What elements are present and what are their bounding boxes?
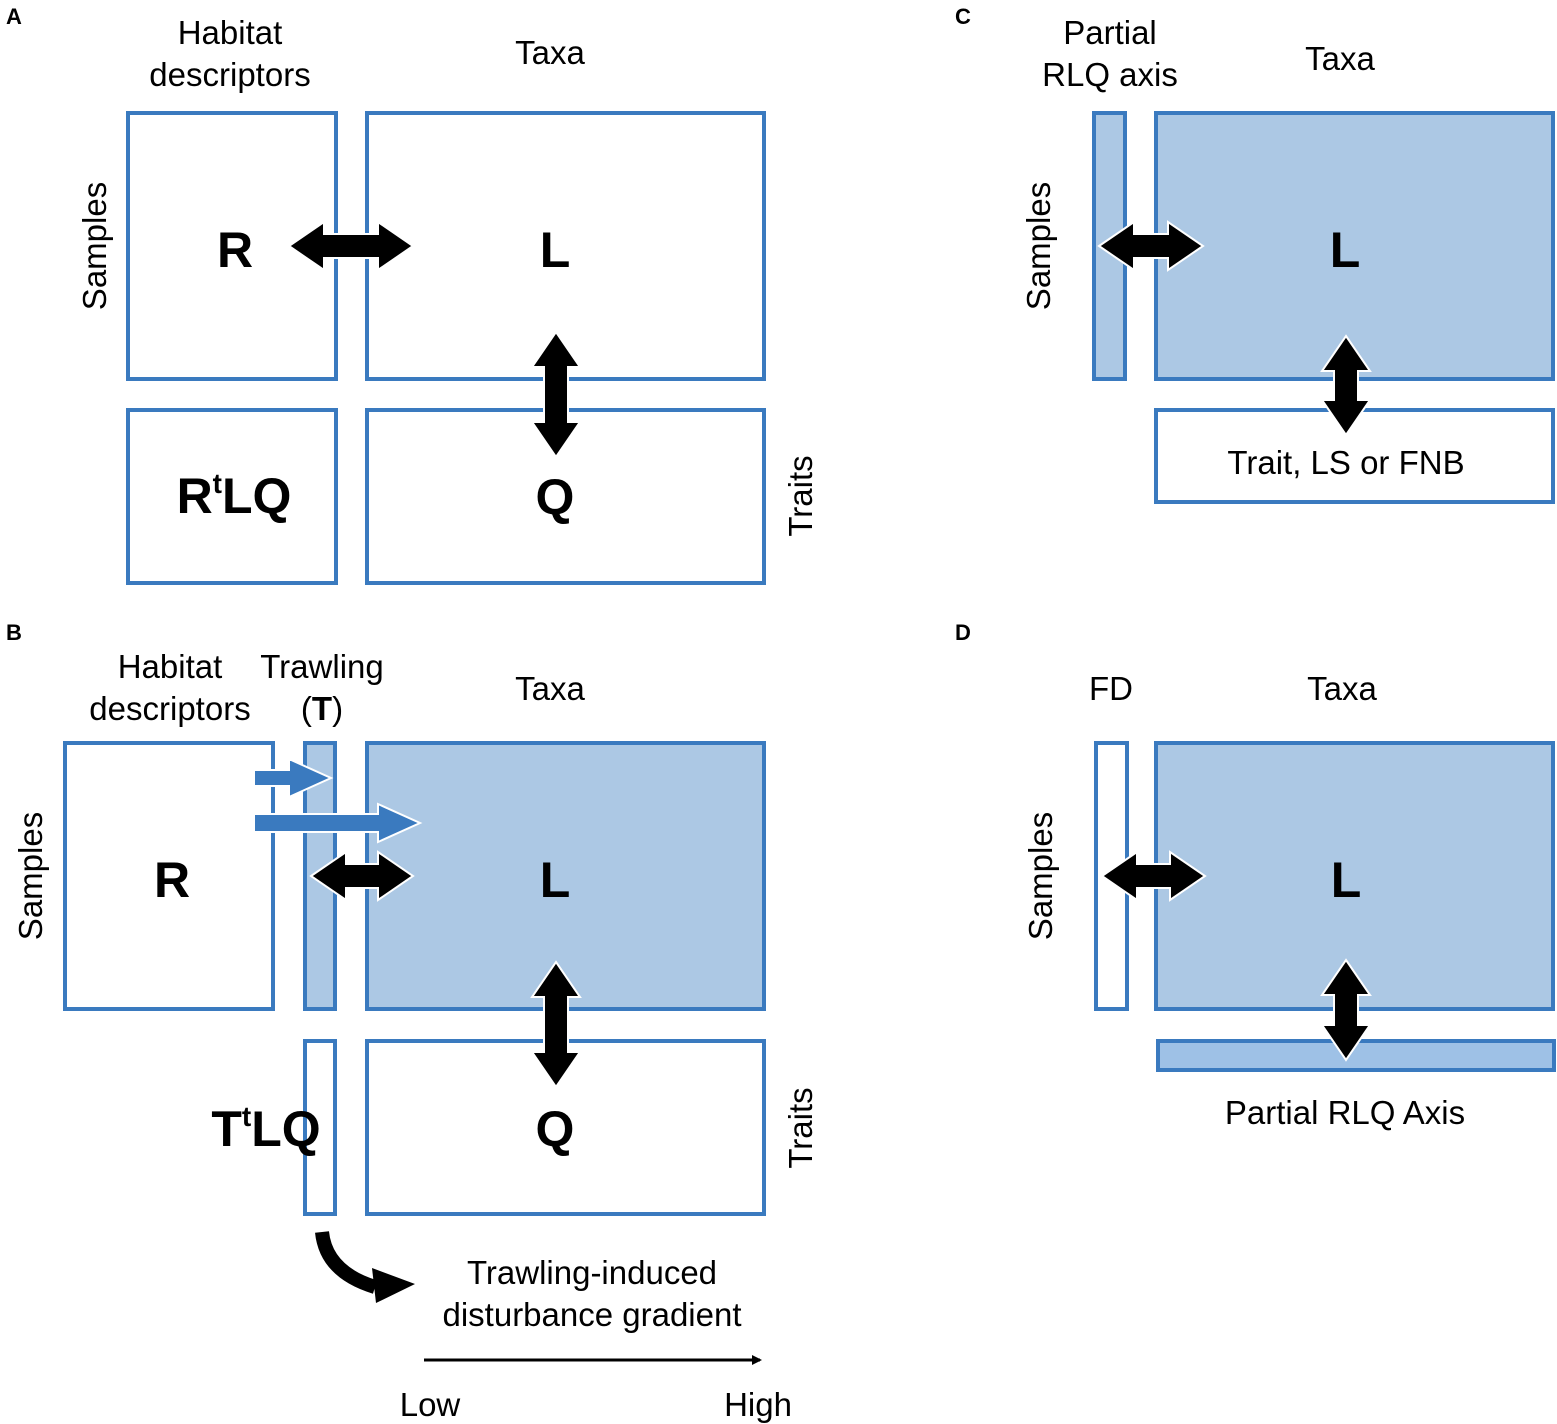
panel-a-samples-label: Samples	[76, 182, 113, 310]
panel-b-ttlq-label: TtLQ	[211, 1101, 320, 1157]
panel-a-r-l-double-arrow	[287, 220, 415, 272]
panel-d-matrix-l-label: L	[1331, 852, 1362, 908]
panel-d-fd-l-double-arrow	[1100, 850, 1207, 902]
panel-a-matrix-q-box	[365, 408, 766, 585]
panel-d-letter: D	[955, 620, 971, 645]
panel-b-trawling-header-line2: (T)	[301, 690, 343, 727]
panel-b-r-to-t-arrow	[253, 757, 334, 799]
panel-d-matrix-l-box	[1154, 741, 1555, 1011]
panel-a-taxa-header: Taxa	[515, 34, 585, 71]
panel-b-gradient-high: High	[724, 1386, 792, 1423]
panel-d-fd-header: FD	[1089, 670, 1133, 707]
panel-b-habitat-header-line1: Habitat	[118, 648, 223, 685]
panel-b-curved-arrow-shaft	[315, 1230, 378, 1294]
panel-a-l-q-double-arrow	[530, 330, 582, 459]
panel-c-axis-l-double-arrow	[1097, 220, 1205, 272]
panel-d-partial-axis-label: Partial RLQ Axis	[1225, 1094, 1465, 1131]
panel-b-curved-arrow-head	[372, 1268, 415, 1303]
panel-b: B Habitat descriptors Trawling (T) Taxa …	[6, 620, 819, 1423]
panel-b-trawling-header-line1: Trawling	[260, 648, 383, 685]
panel-c-trait-box-label: Trait, LS or FNB	[1227, 444, 1464, 481]
panel-b-traits-label: Traits	[782, 1087, 819, 1168]
panel-a: A Habitat descriptors Taxa Samples Trait…	[6, 4, 819, 585]
panel-b-matrix-l-label: L	[540, 852, 571, 908]
panel-b-letter: B	[6, 620, 22, 645]
panel-b-gradient-low: Low	[400, 1386, 461, 1423]
panel-c-matrix-l-box	[1154, 111, 1555, 381]
panel-b-habitat-header-line2: descriptors	[89, 690, 250, 727]
panel-c-axis-header-line1: Partial	[1063, 14, 1157, 51]
panel-a-habitat-header-line1: Habitat	[178, 14, 283, 51]
panel-b-l-q-double-arrow	[530, 960, 582, 1089]
panel-b-product-box	[303, 1039, 337, 1216]
panel-c: C Partial RLQ axis Taxa Samples L Trait,…	[955, 4, 1555, 504]
panel-a-rtlq-label: RtLQ	[177, 468, 292, 524]
panel-b-matrix-r-box	[63, 741, 275, 1011]
panel-a-letter: A	[6, 4, 22, 29]
panel-c-taxa-header: Taxa	[1305, 40, 1375, 77]
panel-a-habitat-header-line2: descriptors	[149, 56, 310, 93]
panel-b-samples-label: Samples	[12, 812, 49, 940]
panel-a-matrix-r-label: R	[217, 222, 253, 278]
panel-c-l-trait-double-arrow	[1320, 334, 1372, 437]
panel-d: D FD Taxa Samples L Partial RLQ Axis	[955, 620, 1556, 1131]
panel-a-matrix-q-label: Q	[536, 469, 575, 525]
panel-b-matrix-q-label: Q	[536, 1101, 575, 1157]
panel-d-l-axis-double-arrow	[1320, 958, 1372, 1062]
panel-b-taxa-header: Taxa	[515, 670, 585, 707]
panel-a-matrix-l-label: L	[540, 222, 571, 278]
panel-b-gradient-line2: disturbance gradient	[442, 1296, 741, 1333]
panel-c-axis-header-line2: RLQ axis	[1042, 56, 1178, 93]
panel-a-traits-label: Traits	[782, 455, 819, 536]
panel-c-letter: C	[955, 4, 971, 29]
panel-b-matrix-l-box	[365, 741, 766, 1011]
panel-d-samples-label: Samples	[1022, 812, 1059, 940]
panel-b-matrix-r-label: R	[154, 852, 190, 908]
panel-c-matrix-l-label: L	[1330, 222, 1361, 278]
panel-a-product-box	[126, 408, 338, 585]
panel-c-samples-label: Samples	[1020, 182, 1057, 310]
panel-b-t-l-double-arrow	[309, 850, 415, 902]
panel-b-r-to-l-arrow	[253, 802, 423, 844]
panel-b-gradient-line1: Trawling-induced	[467, 1254, 717, 1291]
panel-d-taxa-header: Taxa	[1307, 670, 1377, 707]
panel-a-matrix-l-box	[365, 111, 766, 381]
panel-c-trait-box	[1154, 408, 1555, 504]
